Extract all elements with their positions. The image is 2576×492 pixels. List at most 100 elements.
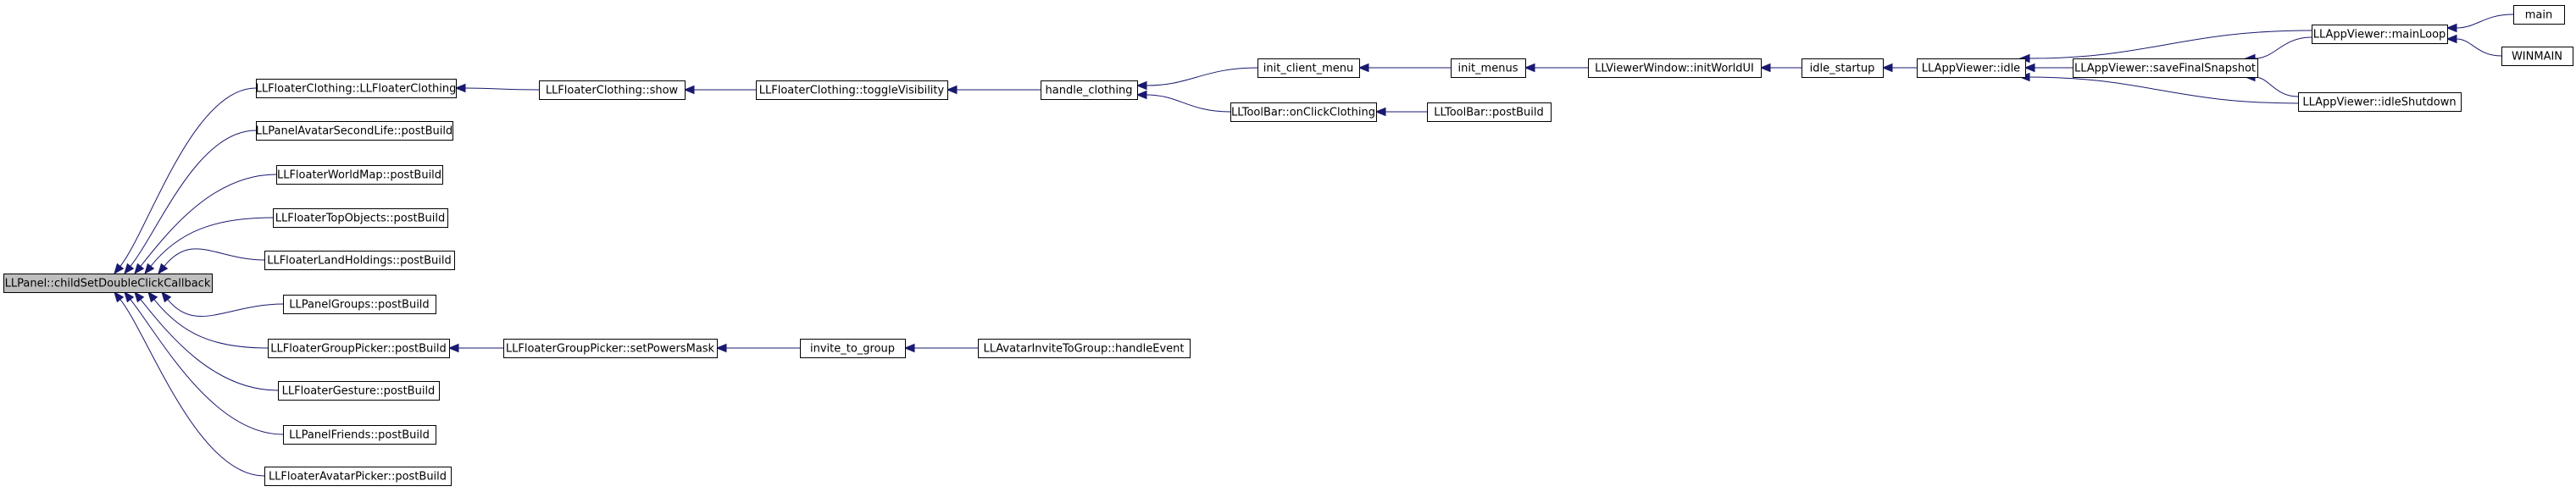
graph-node-root[interactable]: LLPanel::childSetDoubleClickCallback [3,274,213,293]
node-box [283,295,436,314]
edge-arrowhead [903,343,915,353]
graph-node-show[interactable]: LLFloaterClothing::show [539,80,686,100]
edge-arrowhead [2024,63,2035,73]
nodes-layer: LLPanel::childSetDoubleClickCallbackLLFl… [3,5,2573,486]
edge-line [164,248,265,267]
edge-line [119,299,265,477]
edge-tbpb-to-tbc [1374,107,1427,117]
node-label: LLToolBar::onClickClothing [1231,107,1375,119]
edge-arrowhead [124,290,135,303]
edge-arrowhead [134,263,145,275]
edge-n5-to-root [158,248,265,275]
graph-node-tbc[interactable]: LLToolBar::onClickClothing [1230,102,1377,122]
edge-n2-to-root [124,130,257,275]
graph-node-n2[interactable]: LLPanelAvatarSecondLife::postBuild [256,121,453,141]
graph-node-idle[interactable]: LLAppViewer::idle [1917,58,2026,78]
node-box [800,339,906,358]
edge-line [464,87,540,91]
node-label: LLAvatarInviteToGroup::handleEvent [983,343,1184,356]
edge-iwui-to-im [1524,63,1588,73]
edge-n8-to-root [134,290,279,391]
edge-line [1146,94,1231,113]
edge-arrowhead [715,343,727,353]
node-box [503,339,718,358]
edge-line [140,299,279,391]
node-label: LLPanelFriends::postBuild [289,429,430,442]
edge-line [130,299,284,435]
edge-line [1146,67,1258,86]
graph-node-n7[interactable]: LLFloaterGroupPicker::postBuild [268,339,450,358]
edge-arrowhead [447,343,459,353]
edge-arrowhead [114,263,125,275]
edge-winmain-to-mainloop [2446,34,2502,57]
node-label: LLFloaterGroupPicker::postBuild [270,343,446,356]
node-label: WINMAIN [2512,51,2562,64]
node-label: LLFloaterClothing::toggleVisibility [759,85,945,97]
node-label: LLAppViewer::mainLoop [2313,29,2446,41]
edge-line [2029,76,2299,104]
graph-node-handle[interactable]: handle_clothing [1041,80,1138,100]
node-box [2501,47,2573,66]
node-box [273,208,448,228]
node-box [2513,5,2565,25]
node-label: main [2525,9,2552,22]
graph-node-n10[interactable]: LLFloaterAvatarPicker::postBuild [264,467,452,486]
node-label: LLFloaterLandHoldings::postBuild [267,255,452,268]
node-box [278,381,440,401]
graph-node-mainloop[interactable]: LLAppViewer::mainLoop [2312,25,2448,44]
edge-line [150,217,274,267]
edge-arrowhead [124,263,135,275]
graph-node-n4[interactable]: LLFloaterTopObjects::postBuild [273,208,448,228]
graph-node-winmain[interactable]: WINMAIN [2501,47,2573,66]
node-box [2073,58,2258,78]
graph-node-ishut[interactable]: LLAppViewer::idleShutdown [2298,92,2462,112]
node-box [264,467,452,486]
edge-line [2029,30,2312,59]
edge-n1-to-root [114,87,257,275]
edge-n4-to-root [144,217,274,275]
graph-node-main[interactable]: main [2513,5,2565,25]
edge-itg-to-spm [715,343,801,353]
graph-node-itg[interactable]: invite_to_group [800,339,906,358]
node-box [1427,102,1552,122]
edge-mainloop-to-idle [2018,30,2312,64]
graph-node-toggle[interactable]: LLFloaterClothing::toggleVisibility [756,80,948,100]
graph-node-istart[interactable]: idle_startup [1802,58,1884,78]
node-label: LLAppViewer::idle [1922,63,2020,75]
graph-node-n1[interactable]: LLFloaterClothing::LLFloaterClothing [256,79,457,98]
edge-arrowhead [454,83,466,93]
node-label: LLFloaterTopObjects::postBuild [275,213,445,225]
node-label: invite_to_group [810,343,895,356]
edge-line [140,174,277,267]
graph-node-iwui[interactable]: LLViewerWindow::initWorldUI [1588,58,1762,78]
graph-node-spm[interactable]: LLFloaterGroupPicker::setPowersMask [503,339,718,358]
node-label: init_client_menu [1263,63,1353,75]
graph-node-aitg[interactable]: LLAvatarInviteToGroup::handleEvent [978,339,1191,358]
graph-node-im[interactable]: init_menus [1451,58,1526,78]
edge-line [2254,36,2312,59]
edge-icm-to-handle [1135,67,1258,91]
edge-idle-to-istart [1881,63,1917,73]
edge-tbc-to-handle [1135,90,1231,113]
node-label: LLFloaterWorldMap::postBuild [277,169,441,182]
graph-node-n9[interactable]: LLPanelFriends::postBuild [283,425,436,445]
node-label: LLFloaterClothing::LLFloaterClothing [256,83,457,96]
edge-line [2456,14,2514,29]
node-box [268,339,450,358]
graph-node-n5[interactable]: LLFloaterLandHoldings::postBuild [264,251,455,270]
node-box [283,425,436,445]
edge-n10-to-root [114,290,265,477]
edge-line [153,299,269,349]
edge-show-to-n1 [454,83,540,93]
node-label: idle_startup [1810,63,1875,75]
edge-arrowhead [114,290,125,303]
edge-arrowhead [683,85,695,95]
graph-node-tbpb[interactable]: LLToolBar::postBuild [1427,102,1552,122]
graph-node-n8[interactable]: LLFloaterGesture::postBuild [278,381,440,401]
graph-node-snap[interactable]: LLAppViewer::saveFinalSnapshot [2073,58,2258,78]
graph-node-n6[interactable]: LLPanelGroups::postBuild [283,295,436,314]
graph-node-n3[interactable]: LLFloaterWorldMap::postBuild [276,165,443,185]
edge-arrowhead [1374,107,1386,117]
graph-node-icm[interactable]: init_client_menu [1257,58,1360,78]
